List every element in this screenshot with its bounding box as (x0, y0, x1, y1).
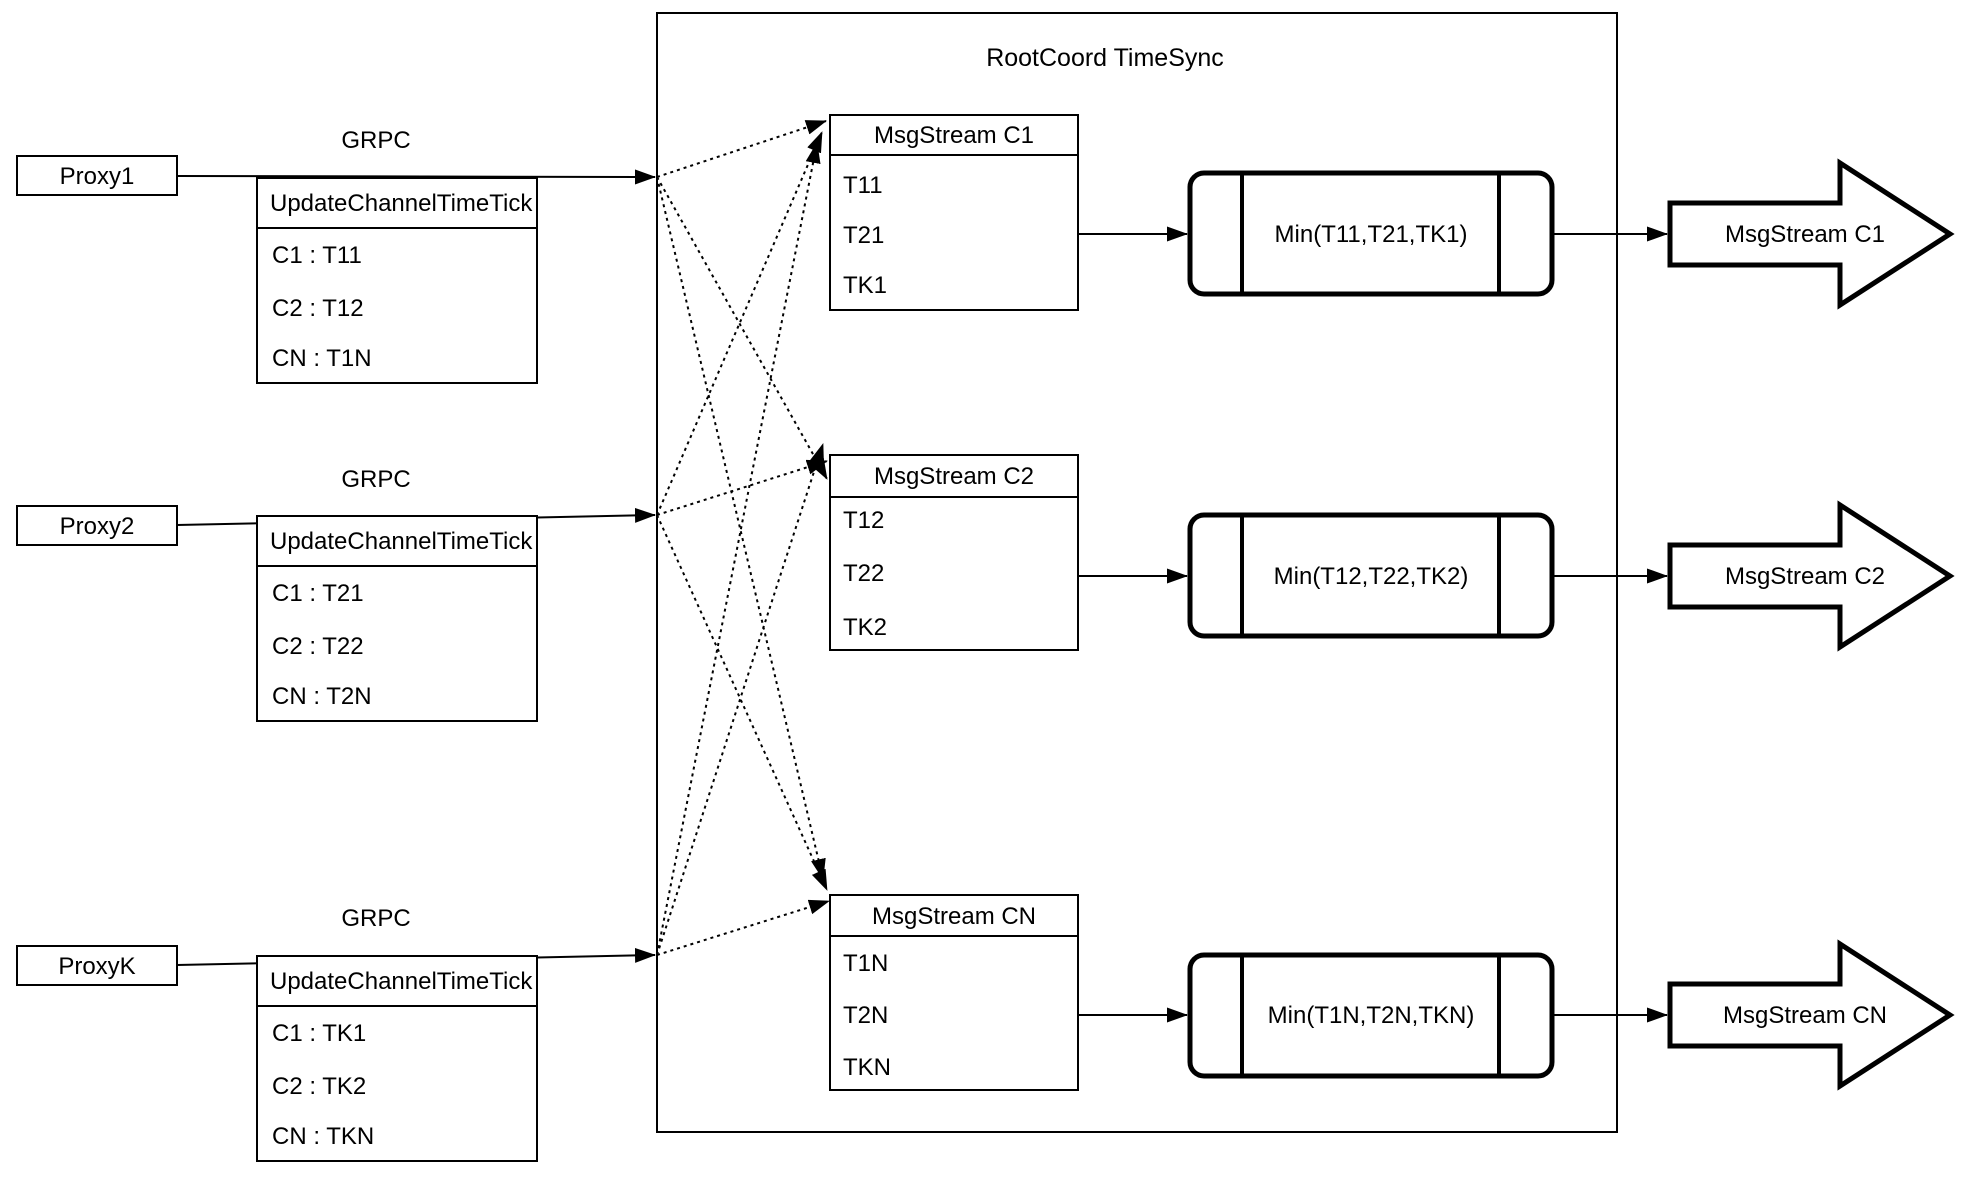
msgstream-c2-table-border (829, 454, 1079, 651)
proxy2-label: Proxy2 (60, 513, 135, 540)
proxyk-timetick-header: UpdateChannelTimeTick (270, 968, 533, 995)
output-arrow-c2-label: MsgStream C2 (1725, 563, 1885, 590)
min-c2-label: Min(T12,T22,TK2) (1274, 563, 1469, 590)
dotted-arrow-pk-c2 (656, 443, 824, 956)
min-cn-label: Min(T1N,T2N,TKN) (1268, 1002, 1475, 1029)
proxy1-timetick-table-border (256, 177, 538, 384)
msgstream-c2-tick-2: T22 (843, 560, 884, 587)
output-arrow-cn-shape (1667, 939, 1955, 1091)
msgstream-c1-tick-1: T11 (843, 172, 883, 199)
output-arrow-c1-shape (1667, 158, 1955, 310)
proxyk-timetick-row-c2: C2 : TK2 (272, 1073, 366, 1100)
grpc-label-3: GRPC (341, 905, 410, 932)
proxyk-label: ProxyK (58, 953, 135, 980)
proxyk-box (16, 945, 178, 986)
proxy1-timetick-row-c2: C2 : T12 (272, 295, 364, 322)
msgstream-c2-tick-1: T12 (843, 507, 884, 534)
msgstream-cn-tick-2: T2N (843, 1002, 888, 1029)
proxyk-timetick-row-cn: CN : TKN (272, 1123, 374, 1150)
msgstream-cn-table: MsgStream CN T1N T2N TKN (829, 894, 1079, 1091)
output-arrow-c1: MsgStream C1 (1667, 158, 1955, 310)
proxy2-timetick-row-cn: CN : T2N (272, 683, 372, 710)
output-arrow-c2-shape (1667, 500, 1955, 652)
min-c1-label: Min(T11,T21,TK1) (1275, 221, 1468, 248)
dotted-arrow-p1-c1 (656, 120, 827, 178)
proxyk-group: ProxyK GRPC UpdateChannelTimeTick C1 : T… (16, 905, 656, 1162)
proxy2-timetick-row-c2: C2 : T22 (272, 633, 364, 660)
msgstream-cn-header: MsgStream CN (872, 903, 1036, 930)
stream-c1-group: MsgStream C1 T11 T21 TK1 Min(T11,T21,TK1… (829, 114, 1955, 311)
proxy2-box (16, 505, 178, 546)
dotted-arrow-p1-c2 (656, 176, 828, 480)
msgstream-c1-table-border (829, 114, 1079, 311)
msgstream-cn-tick-3: TKN (843, 1054, 891, 1081)
min-c2-node: Min(T12,T22,TK2) (1187, 512, 1555, 639)
msgstream-cn-tick-1: T1N (843, 950, 888, 977)
msgstream-c2-table: MsgStream C2 T12 T22 TK2 (829, 454, 1079, 651)
dotted-arrow-p1-cn (656, 176, 826, 880)
proxy1-timetick-header: UpdateChannelTimeTick (270, 190, 533, 217)
dotted-arrow-p2-cn (656, 514, 828, 891)
proxyk-timetick-table-border (256, 955, 538, 1162)
grpc-label-1: GRPC (341, 127, 410, 154)
proxy2-group: Proxy2 GRPC UpdateChannelTimeTick C1 : T… (16, 466, 656, 722)
proxy1-timetick-row-cn: CN : T1N (272, 345, 372, 372)
proxy1-timetick-row-c1: C1 : T11 (272, 242, 362, 269)
msgstream-cn-table-border (829, 894, 1079, 1091)
min-c1-node: Min(T11,T21,TK1) (1187, 170, 1555, 297)
proxy1-box (16, 155, 178, 196)
proxy2-timetick-table: UpdateChannelTimeTick C1 : T21 C2 : T22 … (256, 515, 538, 722)
proxy2-timetick-table-border (256, 515, 538, 722)
msgstream-c2-header: MsgStream C2 (874, 463, 1034, 490)
output-arrow-c2: MsgStream C2 (1667, 500, 1955, 652)
output-arrow-c1-label: MsgStream C1 (1725, 221, 1885, 248)
dotted-arrow-pk-cn (656, 899, 830, 956)
min-cn-node: Min(T1N,T2N,TKN) (1187, 952, 1555, 1079)
msgstream-c1-table: MsgStream C1 T11 T21 TK1 (829, 114, 1079, 311)
proxyk-timetick-table: UpdateChannelTimeTick C1 : TK1 C2 : TK2 … (256, 955, 538, 1162)
proxy2-timetick-row-c1: C1 : T21 (272, 580, 364, 607)
msgstream-c1-tick-2: T21 (843, 222, 884, 249)
rootcoord-title: RootCoord TimeSync (986, 44, 1224, 72)
fanout-dotted-arrows (656, 120, 830, 956)
stream-c2-group: MsgStream C2 T12 T22 TK2 Min(T12,T22,TK2… (829, 454, 1955, 652)
dotted-arrow-pk-c1 (656, 142, 821, 956)
dotted-arrow-p2-c2 (656, 459, 828, 516)
stream-cn-group: MsgStream CN T1N T2N TKN Min(T1N,T2N,TKN… (829, 894, 1955, 1091)
output-arrow-cn-label: MsgStream CN (1723, 1002, 1887, 1029)
proxy1-grpc-connector (176, 169, 656, 185)
msgstream-c1-header: MsgStream C1 (874, 122, 1034, 149)
msgstream-c1-tick-3: TK1 (843, 272, 887, 299)
proxy2-timetick-header: UpdateChannelTimeTick (270, 528, 533, 555)
output-arrow-cn: MsgStream CN (1667, 939, 1955, 1091)
grpc-label-2: GRPC (341, 466, 410, 493)
proxy1-timetick-table: UpdateChannelTimeTick C1 : T11 C2 : T12 … (256, 177, 538, 384)
msgstream-c2-tick-3: TK2 (843, 614, 887, 641)
proxyk-timetick-row-c1: C1 : TK1 (272, 1020, 366, 1047)
proxy1-label: Proxy1 (60, 163, 135, 190)
proxy1-group: Proxy1 GRPC UpdateChannelTimeTick C1 : T… (16, 127, 656, 384)
